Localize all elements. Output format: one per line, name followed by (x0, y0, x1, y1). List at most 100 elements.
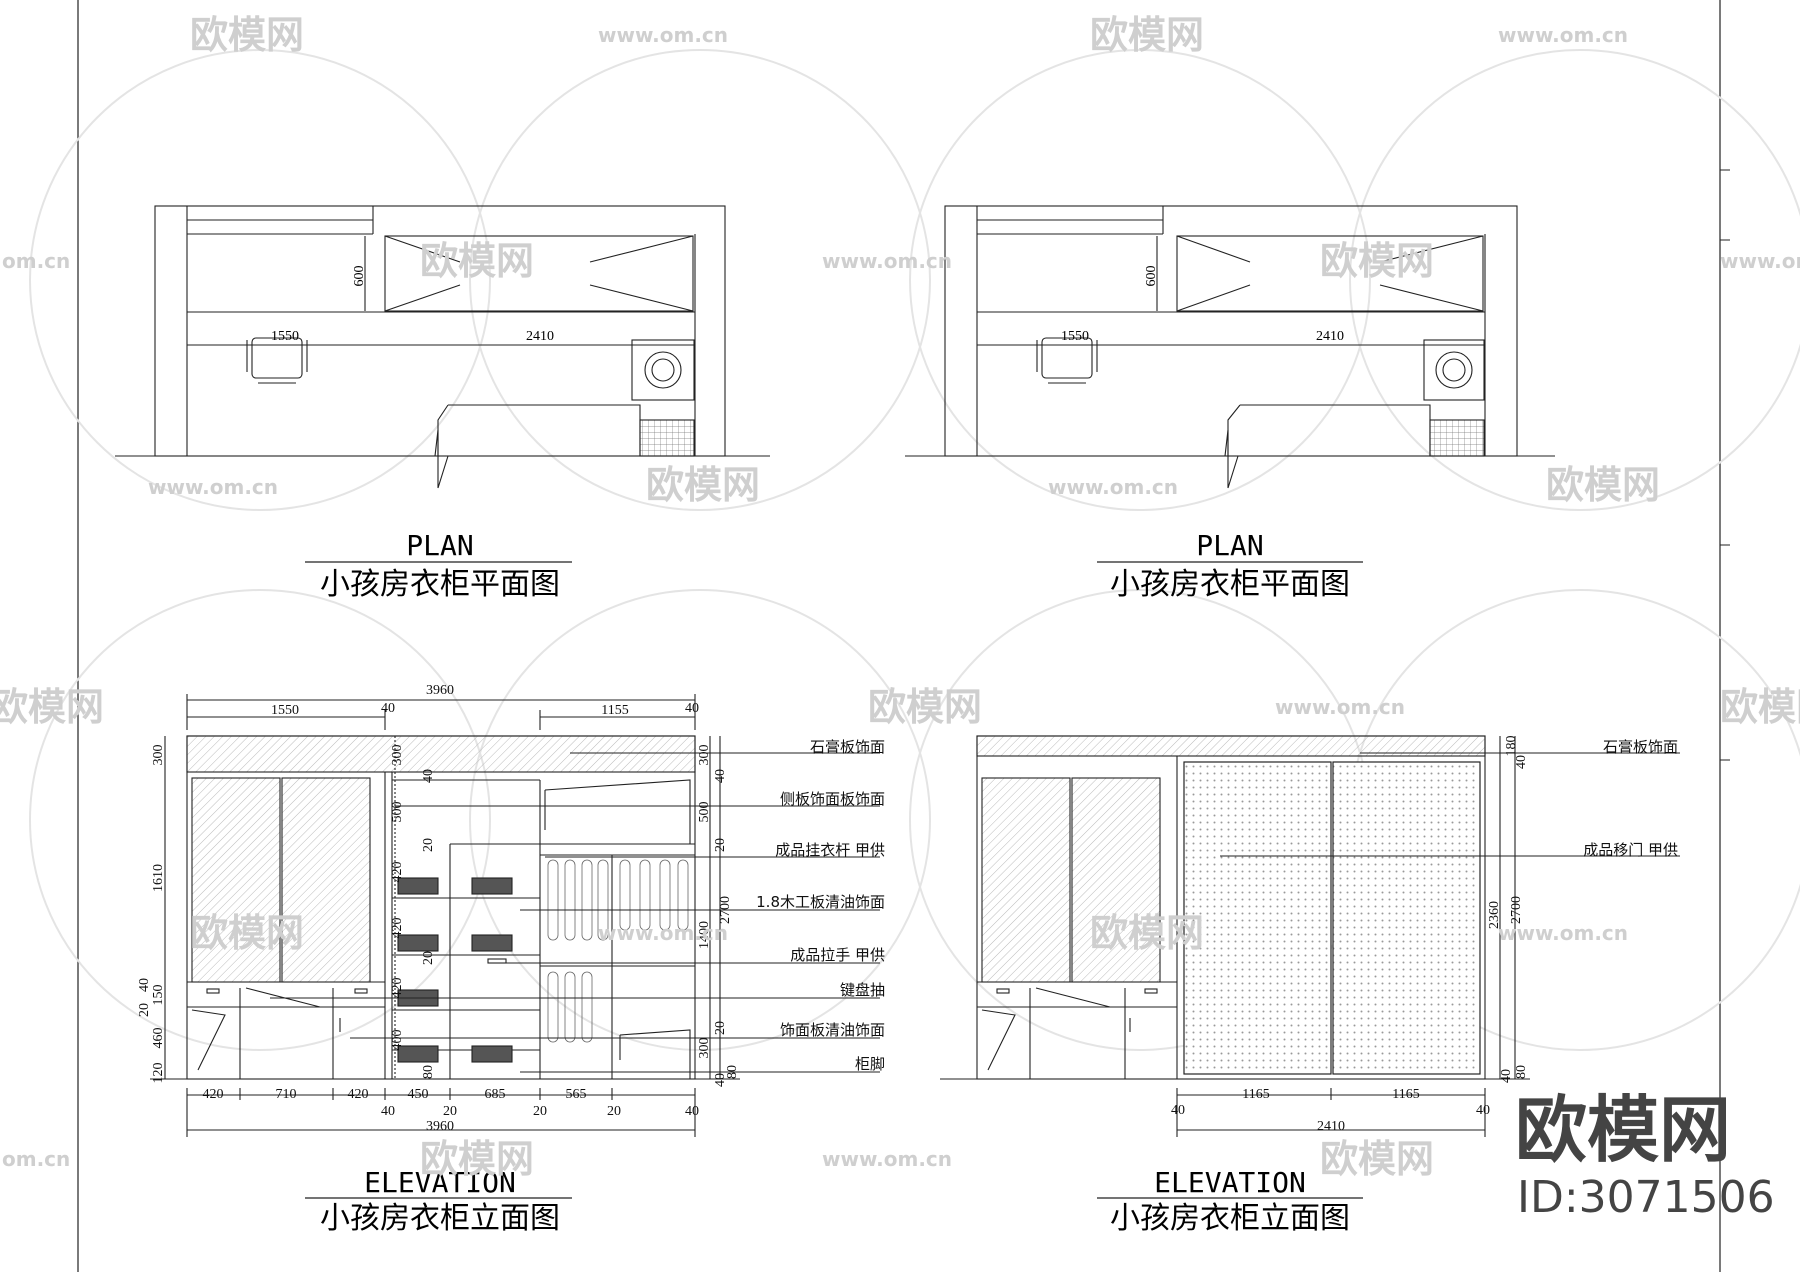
wardrobe-plan-box (384, 235, 694, 312)
dim-left: 150 (151, 985, 166, 1006)
plan-left-dim-left: 1550 (271, 329, 299, 344)
watermark-url: www.om.cn (1720, 249, 1800, 273)
dim-bottom-total: 3960 (426, 1119, 454, 1134)
note-label: 成品挂衣杆 甲供 (775, 841, 885, 859)
elevation-right-notes: 石膏板饰面 成品移门 甲供 (1583, 738, 1678, 859)
dim-bottom-small: 40 (1476, 1103, 1490, 1118)
dim-bottom: 710 (276, 1087, 297, 1102)
note-label: 石膏板饰面 (1603, 738, 1678, 756)
elevation-right (940, 735, 1680, 1137)
watermark-url: www.om.cn (822, 249, 952, 273)
elevation-left-dims: 3960 1550 40 1155 40 300 1610 20 40 150 … (137, 683, 740, 1134)
watermark-brand: 欧模网 (420, 239, 534, 283)
watermark-brand: 欧模网 (1090, 13, 1204, 57)
elevation-left-title-en: ELEVATION (364, 1166, 516, 1199)
dim-mid: 40 (421, 769, 436, 783)
watermark-url: www.om.cn (598, 23, 728, 47)
dim-top: 40 (381, 701, 395, 716)
dim-mid: 400 (390, 1030, 405, 1051)
plan-right-dim-depth: 600 (1144, 266, 1159, 287)
elevation-left (150, 694, 880, 1137)
watermark-layer: 欧模网 www.om.cn 欧模网 www.om.cn om.cn 欧模网 ww… (0, 13, 1800, 1181)
elevation-right-dims: 180 40 2360 2700 40 80 40 1165 1165 40 2… (1171, 736, 1529, 1135)
sheet-frame (77, 0, 1730, 1272)
dim-left: 1610 (151, 864, 166, 892)
dim-left: 460 (151, 1028, 166, 1049)
note-label: 柜脚 (855, 1055, 885, 1073)
logo-brand: 欧模网 (1515, 1088, 1731, 1172)
note-label: 成品移门 甲供 (1583, 841, 1678, 859)
dim-right: 80 (725, 1065, 740, 1079)
watermark-brand: 欧模网 (420, 1137, 534, 1181)
elevation-right-title-en: ELEVATION (1154, 1166, 1306, 1199)
dim-right: 40 (1499, 1069, 1514, 1083)
dim-bottom: 565 (566, 1087, 587, 1102)
dim-top-total: 3960 (426, 683, 454, 698)
watermark-brand: 欧模网 (190, 911, 304, 955)
elevation-left-notes: 石膏板饰面 侧板饰面板饰面 成品挂衣杆 甲供 1.8木工板清油饰面 成品拉手 甲… (756, 738, 885, 1073)
watermark-url: www.om.cn (1498, 23, 1628, 47)
watermark-brand: 欧模网 (868, 685, 982, 729)
watermark-brand: 欧模网 (1320, 1137, 1434, 1181)
plan-left-title-cn: 小孩房衣柜平面图 (320, 567, 560, 602)
dim-right: 500 (697, 802, 712, 823)
plan-right-title-en: PLAN (1196, 529, 1263, 562)
watermark-url: www.om.cn (1048, 475, 1178, 499)
dim-mid: 20 (421, 838, 436, 852)
watermark-url: www.om.cn (1498, 921, 1628, 945)
note-label: 键盘抽 (840, 981, 885, 999)
dim-right: 2700 (1509, 896, 1524, 924)
watermark-url: om.cn (2, 249, 70, 273)
dim-right: 2360 (1487, 901, 1502, 929)
dim-right: 20 (713, 838, 728, 852)
plan-right-dim-right: 2410 (1316, 329, 1344, 344)
dim-bottom-small: 20 (443, 1104, 457, 1119)
logo-id: ID:3071506 (1517, 1172, 1775, 1223)
note-label: 侧板饰面板饰面 (780, 790, 885, 808)
dim-left: 120 (151, 1063, 166, 1084)
dim-right: 40 (713, 1073, 728, 1087)
dim-right: 1400 (697, 921, 712, 949)
watermark-brand: 欧模网 (1546, 463, 1660, 507)
dim-mid: 420 (390, 918, 405, 939)
watermark-brand: 欧模网 (1320, 239, 1434, 283)
plan-left-dim-right: 2410 (526, 329, 554, 344)
dim-right: 300 (697, 1038, 712, 1059)
dim-mid: 300 (390, 745, 405, 766)
watermark-url: om.cn (2, 1147, 70, 1171)
chair-icon (1041, 337, 1093, 379)
watermark-brand: 欧模网 (190, 13, 304, 57)
note-label: 成品拉手 甲供 (790, 946, 885, 964)
dim-top: 1155 (601, 703, 628, 718)
note-label: 石膏板饰面 (810, 738, 885, 756)
dim-bottom-small: 20 (607, 1104, 621, 1119)
dim-bottom: 450 (408, 1087, 429, 1102)
dim-bottom-small: 20 (533, 1104, 547, 1119)
note-label: 1.8木工板清油饰面 (756, 893, 885, 911)
dim-mid: 420 (390, 978, 405, 999)
dim-bottom: 420 (203, 1087, 224, 1102)
dim-bottom-total: 2410 (1317, 1119, 1345, 1134)
elevation-left-title-cn: 小孩房衣柜立面图 (320, 1201, 560, 1236)
watermark-circles (29, 49, 1800, 1051)
dim-right: 80 (1514, 1065, 1529, 1079)
watermark-brand: 欧模网 (0, 685, 104, 729)
dim-bottom-small: 40 (381, 1104, 395, 1119)
dim-mid: 500 (390, 802, 405, 823)
logo-block: 欧模网 ID:3071506 (1515, 1088, 1775, 1223)
dim-right: 40 (713, 769, 728, 783)
plan-left (115, 205, 770, 489)
dim-bottom-small: 40 (1171, 1103, 1185, 1118)
plan-right (905, 205, 1555, 489)
dim-bottom: 420 (348, 1087, 369, 1102)
watermark-brand: 欧模网 (646, 463, 760, 507)
watermark-url: www.om.cn (598, 921, 728, 945)
dim-left: 40 (137, 978, 152, 992)
plan-left-title-en: PLAN (406, 529, 473, 562)
note-label: 饰面板清油饰面 (780, 1021, 885, 1039)
watermark-url: www.om.cn (822, 1147, 952, 1171)
sink-plan (631, 339, 695, 401)
dim-right: 2700 (718, 896, 733, 924)
dim-right: 20 (713, 1021, 728, 1035)
